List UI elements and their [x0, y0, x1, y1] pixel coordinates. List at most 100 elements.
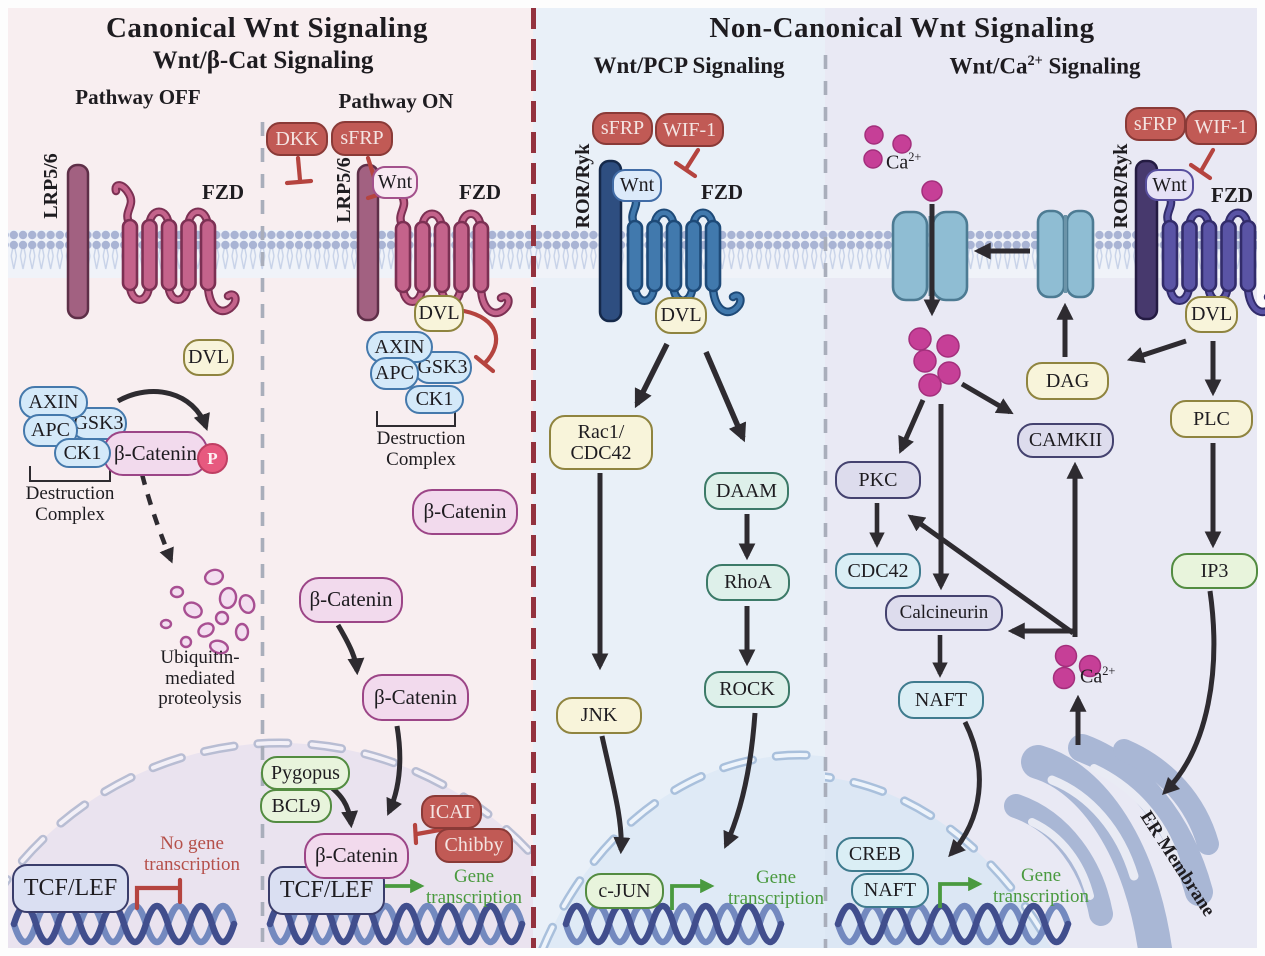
node-label: Wnt: [377, 171, 413, 194]
node-label: DVL: [418, 302, 460, 325]
node-label: JNK: [580, 704, 618, 727]
node-label: CREB: [848, 843, 902, 866]
node-label: β-Catenin: [423, 499, 507, 524]
node-label: NAFT: [863, 879, 917, 902]
node-label: WIF-1: [1194, 116, 1248, 139]
node-label: CK1: [415, 388, 454, 411]
fzd-label-off: FZD: [202, 180, 244, 204]
text-line: transcription: [425, 886, 523, 908]
node-sfrp-ca: sFRP: [1125, 107, 1186, 141]
node-label: Rac1/: [577, 421, 625, 444]
node-sfrp-pcp: sFRP: [592, 112, 653, 145]
node-label: β-Catenin: [114, 440, 197, 465]
node-wnt-ca: Wnt: [1145, 169, 1194, 201]
node-label: β-Catenin: [315, 843, 398, 868]
lrp56-label-off: LRP5/6: [40, 153, 62, 219]
node-cjun: c-JUN: [585, 873, 664, 909]
node-apc-off: APC: [23, 414, 78, 447]
node-dvl-pcp: DVL: [655, 297, 707, 334]
text-line: Ubiquitin-: [160, 647, 240, 668]
bracket-destruction-off: [29, 466, 111, 482]
node-label: APC: [375, 362, 414, 385]
node-beta-catenin-on-3: β-Catenin: [362, 674, 469, 721]
node-beta-catenin-off: β-Catenin: [103, 431, 208, 476]
ror-ryk-bar-pcp: [598, 159, 623, 323]
ca-base: Ca: [886, 151, 909, 174]
node-beta-catenin-on-1: β-Catenin: [412, 489, 518, 535]
node-label: GSK3: [73, 412, 124, 435]
ca-title-sup: 2+: [1027, 53, 1043, 69]
node-daam: DAAM: [704, 472, 789, 510]
dna-helix-pcp: [562, 902, 785, 946]
ca-base: Ca: [1080, 665, 1103, 688]
node-cdc42-ca: CDC42: [835, 553, 921, 589]
node-icat: ICAT: [421, 795, 482, 829]
node-label: DVL: [1190, 303, 1233, 326]
ca-title-pre: Wnt/Ca: [949, 53, 1028, 79]
lrp56-bar-off: [66, 163, 90, 320]
node-chibby: Chibby: [435, 828, 513, 863]
node-rhoa: RhoA: [706, 564, 790, 601]
ca-ion-label-low: Ca2+: [1080, 664, 1115, 689]
fzd-label-ca: FZD: [1211, 183, 1253, 207]
node-pkc: PKC: [835, 461, 921, 499]
node-label: sFRP: [600, 117, 645, 140]
node-label: Wnt: [1152, 173, 1187, 196]
node-label: NAFT: [914, 688, 968, 711]
node-dkk: DKK: [266, 122, 328, 156]
phosphorylation-badge: P: [197, 443, 228, 474]
activation-arrows: [116, 204, 1222, 858]
text-line: Complex: [386, 448, 456, 470]
node-ck1-on: CK1: [405, 385, 464, 414]
node-label: DAG: [1045, 369, 1090, 392]
text-line: transcription: [143, 853, 241, 875]
nucleus-canonical: [8, 738, 533, 948]
node-label: APC: [31, 419, 70, 442]
node-dvl-ca: DVL: [1185, 296, 1238, 333]
node-bcl9: BCL9: [260, 789, 332, 823]
calcium-ions: [863, 125, 1102, 690]
text-line: Destruction: [25, 483, 115, 504]
node-wnt-on: Wnt: [372, 166, 418, 199]
node-pygopus: Pygopus: [261, 756, 350, 790]
node-rock: ROCK: [704, 671, 790, 708]
node-label: Wnt: [619, 174, 655, 197]
node-ip3: IP3: [1171, 553, 1258, 589]
node-apc-on: APC: [370, 357, 419, 390]
node-label: PLC: [1193, 407, 1230, 430]
text-line: Gene: [1020, 865, 1062, 886]
node-label: ROCK: [719, 678, 775, 701]
text-line: transcription: [727, 887, 825, 909]
node-wnt-pcp: Wnt: [612, 169, 662, 202]
non-canonical-title: Non-Canonical Wnt Signaling: [709, 12, 1095, 44]
text-line: Gene: [453, 866, 495, 887]
node-label: DVL: [187, 346, 230, 369]
text-line: proteolysis: [158, 688, 242, 710]
node-tcf-lef-off: TCF/LEF: [12, 864, 129, 913]
node-label: Pygopus: [271, 761, 340, 784]
node-wif1-pcp: WIF-1: [655, 113, 724, 147]
node-label: TCF/LEF: [23, 875, 118, 902]
canonical-subtitle: Wnt/β-Cat Signaling: [152, 47, 374, 74]
ca-title: Wnt/Ca2+ Signaling: [950, 53, 1141, 80]
bracket-destruction-on: [376, 411, 456, 427]
node-beta-catenin-on-2: β-Catenin: [299, 577, 403, 623]
node-calcineurin: Calcineurin: [885, 595, 1003, 631]
node-label: GSK3: [417, 356, 468, 379]
node-sfrp-on: sFRP: [331, 121, 393, 156]
node-label: β-Catenin: [374, 684, 457, 709]
node-label: Chibby: [444, 834, 504, 857]
node-label: CAMKII: [1028, 429, 1103, 452]
node-label: sFRP: [340, 127, 384, 150]
ca-sup: 2+: [908, 150, 922, 164]
node-label: sFRP: [1133, 112, 1178, 135]
pathway-on-title: Pathway ON: [338, 89, 454, 113]
fzd-receptor-off: [111, 181, 240, 316]
